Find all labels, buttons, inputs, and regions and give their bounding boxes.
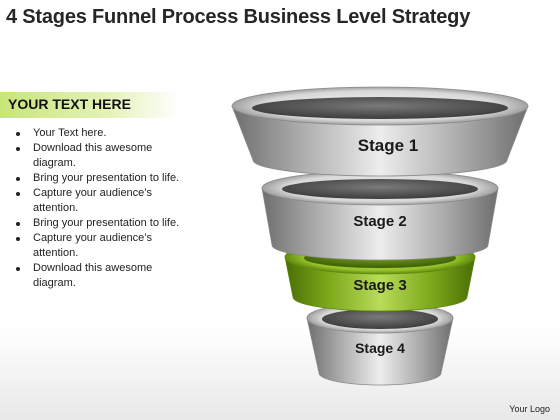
- funnel-stage-1: Stage 1: [231, 86, 529, 177]
- bullet-item: Download this awesome diagram.: [14, 261, 180, 291]
- stage-2-label: Stage 2: [353, 213, 406, 230]
- bullet-item: Download this awesome diagram.: [14, 141, 180, 171]
- text-header-bar: YOUR TEXT HERE: [0, 92, 180, 118]
- logo-text: Your Logo: [509, 404, 550, 414]
- stage-4-label: Stage 4: [355, 340, 405, 356]
- stage-3-label: Stage 3: [353, 277, 406, 294]
- bullet-list: Your Text here. Download this awesome di…: [14, 126, 180, 291]
- bullet-item: Capture your audience’s attention.: [14, 186, 180, 216]
- bullet-item: Your Text here.: [14, 126, 180, 141]
- bullet-item: Capture your audience’s attention.: [14, 231, 180, 261]
- stage-1-label: Stage 1: [358, 136, 418, 155]
- page-title: 4 Stages Funnel Process Business Level S…: [6, 6, 471, 28]
- bullet-item: Bring your presentation to life.: [14, 216, 180, 231]
- text-header: YOUR TEXT HERE: [8, 96, 131, 112]
- funnel-stage-2: Stage 2: [261, 170, 499, 261]
- bullet-item: Bring your presentation to life.: [14, 171, 180, 186]
- funnel-stage-4: Stage 4: [306, 302, 454, 386]
